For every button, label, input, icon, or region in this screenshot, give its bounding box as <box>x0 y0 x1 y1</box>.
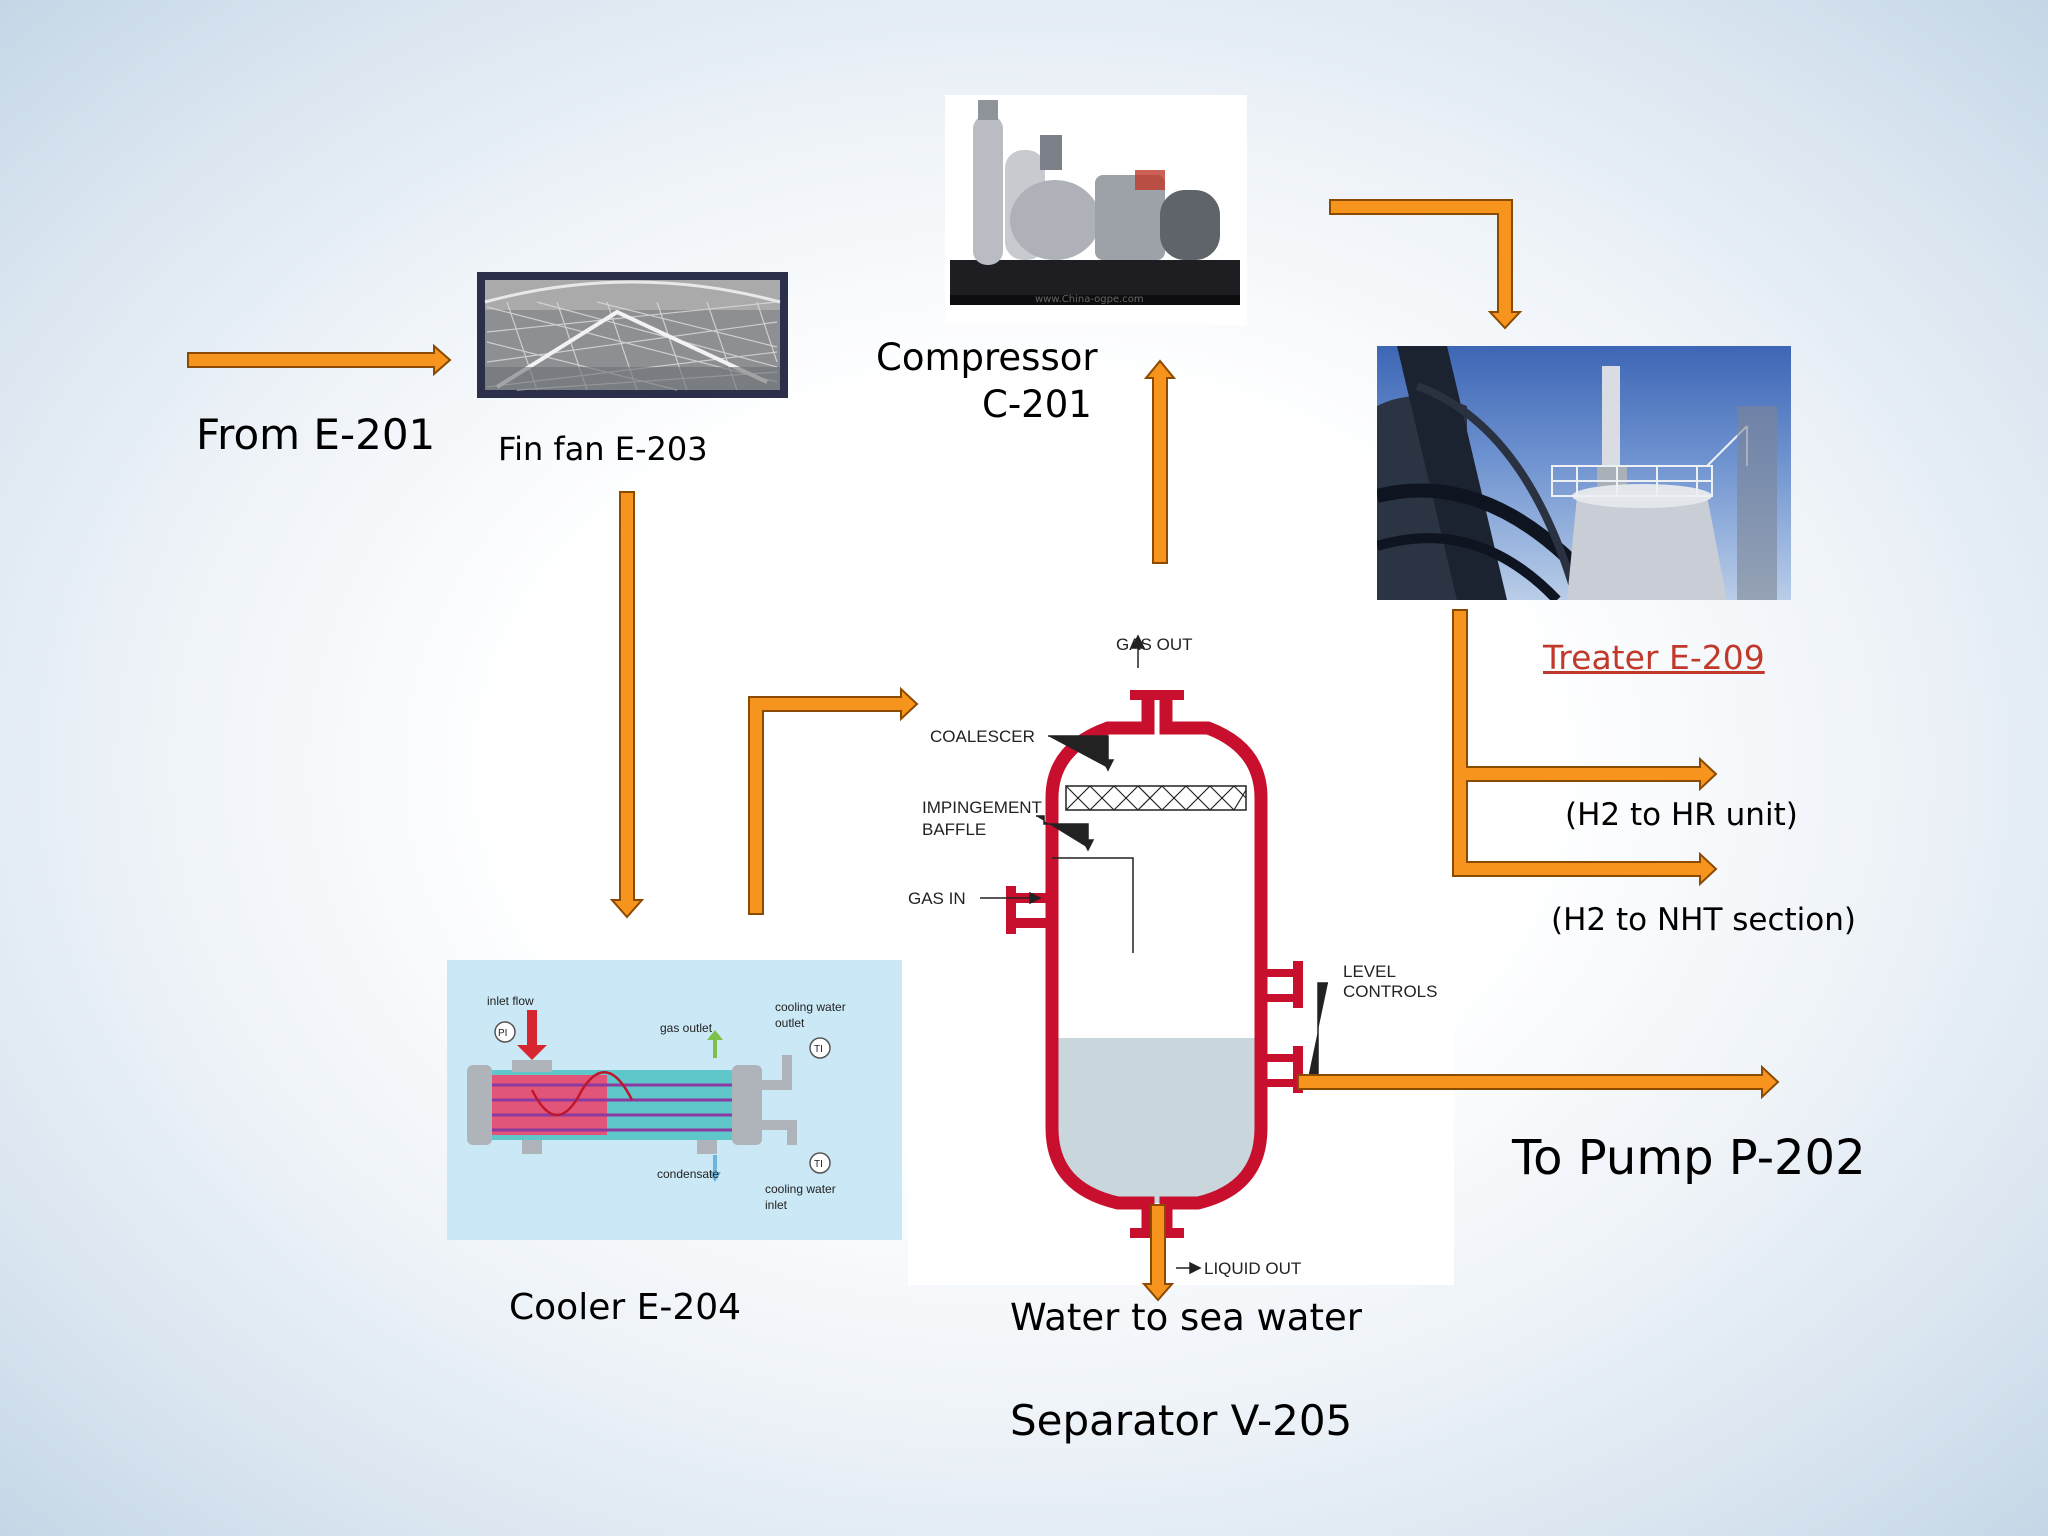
cooler-ti-label-2: TI <box>814 1159 823 1170</box>
from-e201-label: From E-201 <box>196 410 436 459</box>
h2-nht-label: (H2 to NHT section) <box>1551 902 1856 938</box>
water-to-sea-label: Water to sea water <box>1010 1296 1362 1339</box>
separator-label: Separator V-205 <box>1010 1396 1353 1445</box>
cooler-pi-label: PI <box>498 1028 507 1039</box>
arrow-finfan-to-cooler <box>609 491 645 919</box>
separator-coalescer-label: COALESCER <box>930 727 1035 746</box>
cooler-cw-inlet-label-1: cooling water <box>765 1182 836 1196</box>
h2-hr-label: (H2 to HR unit) <box>1565 797 1798 833</box>
cooler-condensate-label: condensate <box>657 1167 719 1181</box>
cooler-cw-outlet-label-1: cooling water <box>775 1000 846 1014</box>
cooler-cw-inlet-label-2: inlet <box>765 1198 788 1212</box>
arrow-from-e201 <box>187 343 452 377</box>
cooler-ti-label-1: TI <box>814 1044 823 1055</box>
separator-gas-out-label: GAS OUT <box>1116 635 1193 654</box>
separator-level-label-2: CONTROLS <box>1343 982 1437 1001</box>
cooler-label: Cooler E-204 <box>509 1287 742 1328</box>
compressor-watermark: www.China-ogpe.com <box>1035 294 1144 305</box>
fin-fan-label: Fin fan E-203 <box>498 430 708 468</box>
arrow-compressor-to-treater <box>1329 199 1523 330</box>
separator-liquid-out-label: LIQUID OUT <box>1204 1259 1301 1278</box>
treater-link[interactable]: Treater E-209 <box>1543 638 1765 677</box>
cooler-gas-outlet-label: gas outlet <box>660 1021 713 1035</box>
to-pump-label: To Pump P-202 <box>1512 1130 1866 1186</box>
separator-diagram: GAS OUT COALESCER IMPINGEMENT BAFFLE GAS… <box>908 628 1454 1285</box>
cooler-cw-outlet-label-2: outlet <box>775 1016 805 1030</box>
cooler-diagram: inlet flow gas outlet cooling water outl… <box>447 960 902 1240</box>
separator-impingement-label-1: IMPINGEMENT <box>922 798 1042 817</box>
fin-fan-photo <box>477 272 788 398</box>
compressor-photo: www.China-ogpe.com <box>945 95 1247 325</box>
compressor-label-line1: Compressor <box>876 336 1098 379</box>
arrow-separator-to-compressor <box>1143 359 1177 564</box>
treater-photo <box>1377 346 1791 600</box>
cooler-inlet-flow-label: inlet flow <box>487 994 534 1008</box>
compressor-label-line2: C-201 <box>982 383 1092 426</box>
separator-level-label-1: LEVEL <box>1343 962 1396 981</box>
separator-impingement-label-2: BAFFLE <box>922 820 986 839</box>
arrow-cooler-to-separator <box>748 686 919 915</box>
separator-gas-in-label: GAS IN <box>908 889 966 908</box>
